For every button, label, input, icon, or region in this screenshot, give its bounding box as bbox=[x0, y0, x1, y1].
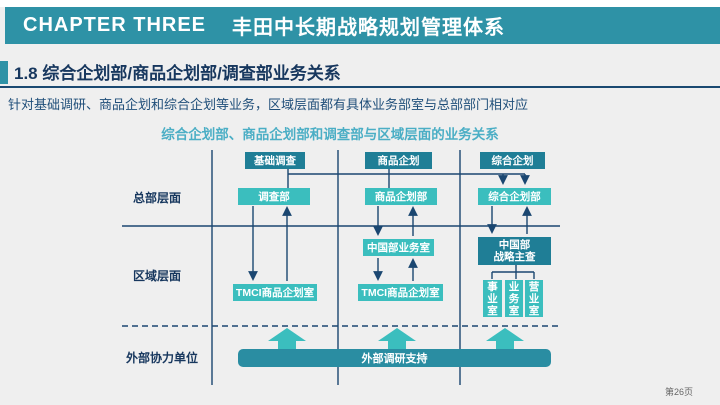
node-operations-office: 业务室 bbox=[505, 280, 523, 317]
node-china-ops-office: 中国部业务室 bbox=[363, 239, 434, 256]
block-up-arrows bbox=[268, 328, 524, 349]
node-china-strategy: 中国部 战略主查 bbox=[478, 237, 551, 265]
title-divider bbox=[0, 86, 720, 88]
node-china-strategy-line1: 中国部 bbox=[498, 238, 531, 251]
section-title: 1.8 综合企划部/商品企划部/调查部业务关系 bbox=[14, 64, 341, 83]
node-basic-research: 基础调查 bbox=[245, 152, 305, 169]
node-sales-office: 营业室 bbox=[525, 280, 543, 317]
row-label-hq: 总部层面 bbox=[133, 191, 182, 205]
external-research-support-bar: 外部调研支持 bbox=[238, 349, 551, 367]
diagram-title: 综合企划部、商品企划部和调查部与区域层面的业务关系 bbox=[161, 127, 499, 142]
header-bar: CHAPTER THREE 丰田中长期战略规划管理体系 bbox=[5, 7, 720, 44]
node-china-strategy-line2: 战略主查 bbox=[493, 251, 536, 263]
top-margin bbox=[0, 0, 720, 7]
row-label-external: 外部协力单位 bbox=[126, 351, 199, 365]
node-general-planning: 综合企划 bbox=[480, 152, 545, 169]
page-number: 第26页 bbox=[665, 387, 694, 397]
title-accent-bar bbox=[0, 61, 8, 84]
node-tmci-product-planning-1: TMCI商品企划室 bbox=[233, 284, 317, 301]
chapter-label: CHAPTER THREE bbox=[23, 14, 207, 36]
node-product-planning: 商品企划 bbox=[365, 152, 432, 169]
node-tmci-product-planning-2: TMCI商品企划室 bbox=[358, 284, 443, 301]
row-label-region: 区域层面 bbox=[133, 269, 182, 283]
node-product-planning-dept: 商品企划部 bbox=[365, 188, 437, 205]
node-business-unit-office: 事业室 bbox=[483, 280, 502, 317]
section-subtitle: 针对基础调研、商品企划和综合企划等业务，区域层面都有具体业务部室与总部部门相对应 bbox=[8, 97, 529, 112]
node-general-planning-dept: 综合企划部 bbox=[478, 188, 551, 205]
node-survey-dept: 调查部 bbox=[238, 188, 310, 205]
header-title: 丰田中长期战略规划管理体系 bbox=[232, 17, 506, 39]
